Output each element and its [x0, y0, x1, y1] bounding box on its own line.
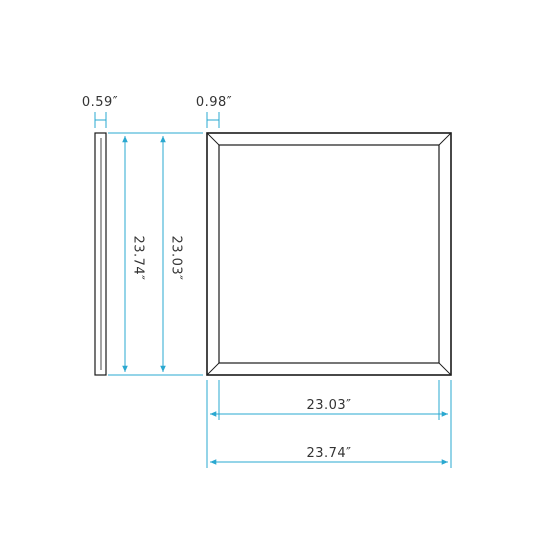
- outer-height-dimension: 23.74″: [122, 136, 146, 372]
- inner-height-label: 23.03″: [169, 235, 184, 280]
- bevel-bottom-right: [438, 362, 452, 376]
- panel-inner-edge: [218, 144, 440, 364]
- height-extension-lines: [108, 132, 203, 376]
- outer-width-label: 23.74″: [306, 446, 351, 461]
- side-profile-outer: [94, 132, 107, 376]
- side-thickness-dimension: 0.59″: [82, 95, 118, 128]
- panel-outer-edge: [206, 132, 452, 376]
- inner-width-label-bg: [300, 404, 360, 406]
- outer-height-label: 23.74″: [131, 235, 146, 280]
- panel-front-view: [206, 132, 452, 376]
- bevel-top-left: [206, 132, 220, 146]
- side-profile-view: [94, 132, 107, 376]
- inner-width-dimension: 23.03″: [210, 398, 448, 417]
- side-thickness-label: 0.59″: [82, 95, 118, 110]
- bevel-top-right: [438, 132, 452, 146]
- inner-height-dimension: 23.03″: [160, 136, 184, 372]
- bevel-bottom-left: [206, 362, 220, 376]
- outer-width-dimension: 23.74″: [210, 446, 448, 465]
- frame-width-label: 0.98″: [196, 95, 232, 110]
- inner-width-label: 23.03″: [306, 398, 351, 413]
- frame-width-dimension: 0.98″: [196, 95, 232, 128]
